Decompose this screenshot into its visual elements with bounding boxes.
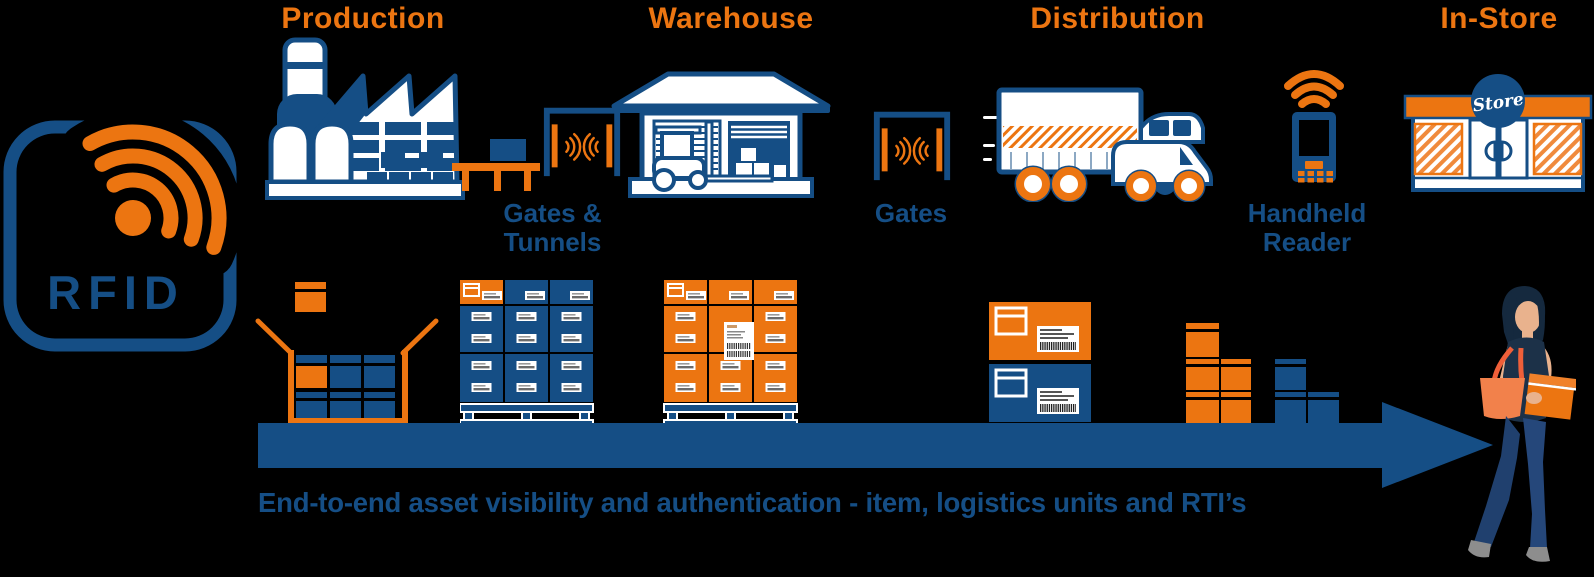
conveyor-belt-icon: [452, 139, 540, 191]
gate-signal-waves: [565, 132, 599, 161]
labeled-cartons-icon: [989, 302, 1091, 422]
delivery-trucks-icon: [983, 87, 1213, 202]
stored-boxes: [736, 148, 786, 177]
rfid-logo-text: RFID: [47, 266, 185, 319]
label-handheld-reader: Handheld Reader: [1247, 198, 1367, 257]
flow-arrow: [258, 402, 1493, 488]
store-sign-circle: [1471, 74, 1525, 128]
storefront-icon: Store: [1403, 74, 1593, 192]
forklift: [652, 120, 774, 192]
label-gates-tunnels: Gates & Tunnels: [503, 198, 602, 257]
warehouse-forklift-icon: [611, 71, 831, 198]
carton-label: [1037, 326, 1079, 352]
rfid-gate-icon: [873, 111, 951, 181]
door-handle-left: [1484, 140, 1497, 162]
shopper-icon: [1468, 286, 1576, 562]
tote-bag: [1480, 378, 1525, 419]
open-carton-boxes-icon: [255, 282, 439, 424]
wifi-icon: [1284, 70, 1344, 108]
title-production: Production: [281, 2, 445, 35]
speed-lines: [983, 116, 999, 161]
blue-stack: [1275, 359, 1339, 423]
factory-crates: [367, 152, 453, 184]
gate-signal-waves: [895, 136, 929, 165]
title-in-store: In-Store: [1440, 2, 1558, 35]
rfid-waves: [82, 124, 227, 255]
keypad: [1298, 171, 1333, 183]
title-distribution: Distribution: [1030, 2, 1205, 35]
shoes: [1468, 540, 1550, 562]
pallet-blue-cases-icon: [460, 280, 594, 426]
pallet-orange-cases-icon: [663, 280, 798, 426]
rfid-gate-icon: [543, 107, 621, 177]
rfid-signal-icon: RFID: [3, 108, 242, 352]
box-stacks-icon: [1186, 323, 1339, 423]
orange-stack: [1186, 323, 1251, 423]
handheld-reader-icon: [1284, 70, 1344, 183]
title-warehouse: Warehouse: [648, 2, 814, 35]
flow-caption: End-to-end asset visibility and authenti…: [258, 487, 1247, 518]
carton-contents: [296, 355, 395, 418]
factory-icon: [265, 37, 465, 200]
carton-label: [1037, 388, 1079, 414]
jeans: [1474, 416, 1547, 548]
label-gates: Gates: [874, 198, 948, 228]
door-handle-right: [1500, 140, 1513, 162]
wheels: [1014, 165, 1206, 202]
doorway-slats: [731, 125, 787, 139]
shipping-label: [724, 322, 754, 360]
